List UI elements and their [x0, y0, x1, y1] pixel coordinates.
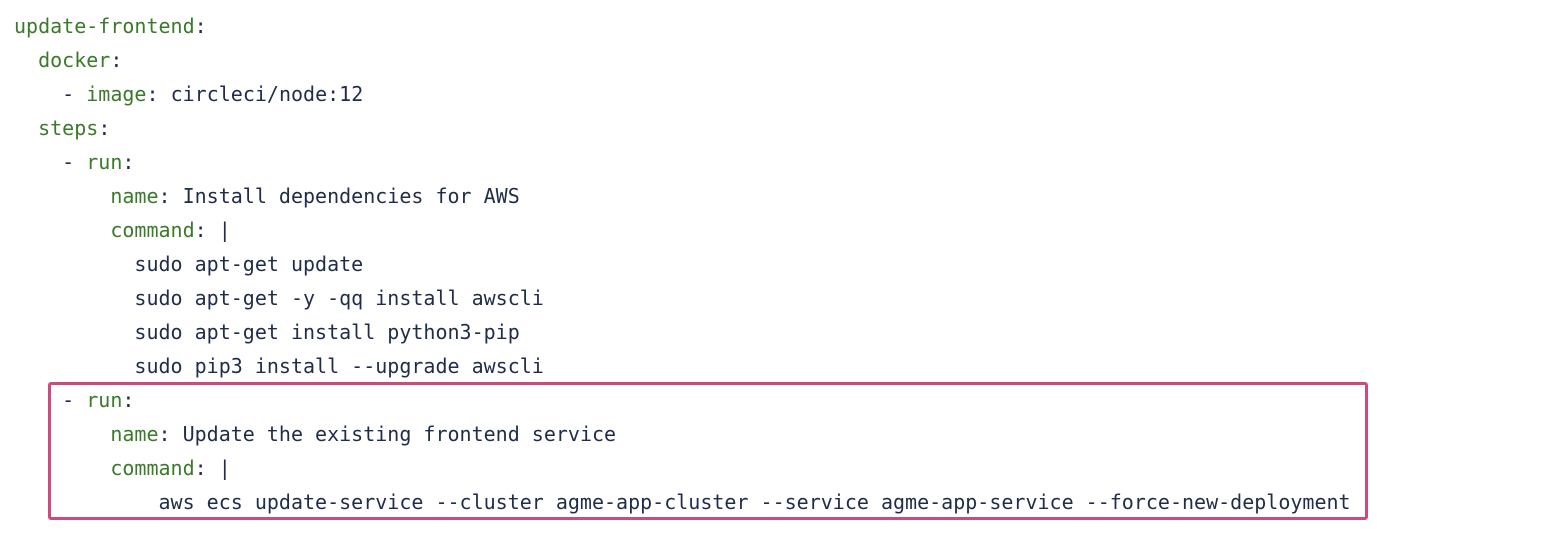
yaml-code-block: update-frontend: docker: - image: circle…: [14, 9, 1351, 519]
indent: [14, 82, 62, 106]
indent: [14, 456, 110, 480]
code-line-3: - image: circleci/node:12: [14, 77, 1351, 111]
yaml-colon: :: [122, 388, 135, 412]
indent: [14, 320, 134, 344]
indent: [14, 286, 134, 310]
yaml-key: image: [86, 82, 147, 106]
indent: [14, 354, 134, 378]
code-line-9: sudo apt-get -y -qq install awscli: [14, 281, 1351, 315]
yaml-value: |: [218, 456, 231, 480]
yaml-dash: -: [62, 82, 87, 106]
yaml-key: run: [86, 150, 123, 174]
code-line-14: command: |: [14, 451, 1351, 485]
code-line-5: - run:: [14, 145, 1351, 179]
indent: [14, 422, 110, 446]
yaml-colon: :: [194, 218, 219, 242]
yaml-dash: -: [62, 388, 87, 412]
yaml-key: command: [110, 218, 195, 242]
indent: [14, 150, 62, 174]
indent: [14, 252, 134, 276]
code-line-13: name: Update the existing frontend servi…: [14, 417, 1351, 451]
indent: [14, 48, 38, 72]
code-line-8: sudo apt-get update: [14, 247, 1351, 281]
yaml-key: name: [110, 184, 159, 208]
yaml-value: circleci/node:12: [170, 82, 364, 106]
yaml-colon: :: [110, 48, 123, 72]
code-line-4: steps:: [14, 111, 1351, 145]
yaml-key: update-frontend: [14, 14, 195, 38]
yaml-colon: :: [98, 116, 111, 140]
yaml-value: Install dependencies for AWS: [182, 184, 520, 208]
indent: [14, 218, 110, 242]
yaml-colon: :: [158, 184, 183, 208]
yaml-dash: -: [62, 150, 87, 174]
shell-command: sudo apt-get update: [134, 252, 364, 276]
yaml-colon: :: [122, 150, 135, 174]
code-line-12: - run:: [14, 383, 1351, 417]
yaml-key: command: [110, 456, 195, 480]
code-line-1: update-frontend:: [14, 9, 1351, 43]
code-line-11: sudo pip3 install --upgrade awscli: [14, 349, 1351, 383]
indent: [14, 490, 159, 514]
code-line-2: docker:: [14, 43, 1351, 77]
shell-command: sudo apt-get -y -qq install awscli: [134, 286, 544, 310]
yaml-key: name: [110, 422, 159, 446]
yaml-key: docker: [38, 48, 111, 72]
shell-command: sudo pip3 install --upgrade awscli: [134, 354, 544, 378]
indent: [14, 116, 38, 140]
yaml-value: |: [218, 218, 231, 242]
code-line-10: sudo apt-get install python3-pip: [14, 315, 1351, 349]
shell-command: sudo apt-get install python3-pip: [134, 320, 520, 344]
indent: [14, 388, 62, 412]
code-line-6: name: Install dependencies for AWS: [14, 179, 1351, 213]
yaml-colon: :: [146, 82, 171, 106]
yaml-colon: :: [158, 422, 183, 446]
indent: [14, 184, 110, 208]
code-line-7: command: |: [14, 213, 1351, 247]
yaml-key: steps: [38, 116, 99, 140]
yaml-key: run: [86, 388, 123, 412]
yaml-colon: :: [194, 14, 207, 38]
code-line-15: aws ecs update-service --cluster agme-ap…: [14, 485, 1351, 519]
shell-command: aws ecs update-service --cluster agme-ap…: [158, 490, 1351, 514]
yaml-colon: :: [194, 456, 219, 480]
yaml-value: Update the existing frontend service: [182, 422, 617, 446]
